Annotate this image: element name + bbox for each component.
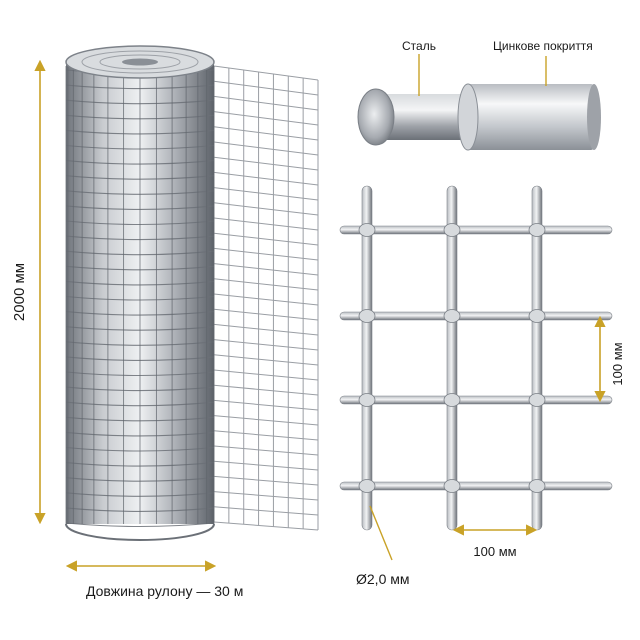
sheet-wire bbox=[213, 293, 319, 306]
vertical-wire bbox=[361, 185, 373, 531]
weld-joint bbox=[528, 479, 546, 493]
sheet-wire bbox=[213, 460, 319, 471]
sheet-wire bbox=[213, 171, 319, 186]
sheet-wire bbox=[213, 111, 319, 126]
sheet-wire bbox=[213, 491, 319, 501]
sheet-wire bbox=[213, 187, 319, 201]
height-label: 2000 мм bbox=[11, 263, 28, 321]
sheet-wire bbox=[213, 202, 319, 216]
sheet-wire bbox=[213, 430, 319, 441]
sheet-wire bbox=[213, 445, 319, 456]
height-dimension: 2000 мм bbox=[11, 59, 46, 525]
weld-joint bbox=[358, 393, 376, 407]
vertical-wire bbox=[446, 185, 458, 531]
sheet-wire bbox=[213, 475, 319, 486]
sheet-wire bbox=[213, 399, 319, 411]
sheet-wire bbox=[213, 521, 319, 531]
sheet-wire bbox=[213, 217, 319, 231]
sheet-wire bbox=[213, 141, 319, 156]
zinc-coating-end bbox=[587, 84, 601, 150]
weld-joint bbox=[528, 223, 546, 237]
sheet-wire bbox=[213, 415, 319, 426]
roll-bottom-edge bbox=[65, 523, 215, 541]
weld-joint bbox=[528, 393, 546, 407]
horizontal-wire bbox=[339, 395, 613, 405]
weld-joint bbox=[358, 309, 376, 323]
sheet-wire bbox=[213, 384, 319, 396]
cell-width-label: 100 мм bbox=[473, 544, 516, 559]
weld-joint bbox=[443, 309, 461, 323]
vertical-wire bbox=[531, 185, 543, 531]
horizontal-wire bbox=[339, 311, 613, 321]
roll-core bbox=[122, 58, 158, 66]
weld-joint bbox=[358, 223, 376, 237]
sheet-wire bbox=[213, 323, 319, 336]
roll-top-ring bbox=[81, 50, 199, 74]
unrolled-mesh-sheet bbox=[213, 65, 319, 531]
roll-wire bbox=[65, 522, 215, 528]
roll-top-ring bbox=[99, 54, 181, 70]
weld-joint bbox=[443, 479, 461, 493]
sheet-wire bbox=[213, 506, 319, 516]
weld-joint bbox=[443, 223, 461, 237]
sheet-wire bbox=[213, 80, 319, 96]
sheet-wire bbox=[213, 65, 319, 81]
steel-core-end bbox=[357, 88, 395, 146]
cell-width-dimension: 100 мм bbox=[452, 524, 538, 559]
sheet-wire bbox=[213, 354, 319, 366]
sheet-wire bbox=[213, 156, 319, 171]
length-label: Довжина рулону — 30 м bbox=[86, 583, 243, 599]
length-dimension: Довжина рулону — 30 м bbox=[65, 560, 243, 599]
weld-joint bbox=[528, 309, 546, 323]
sheet-wire bbox=[213, 278, 319, 291]
cell-height-label: 100 мм bbox=[610, 342, 625, 385]
zinc-coating-edge bbox=[457, 83, 479, 151]
mesh-closeup bbox=[339, 185, 613, 531]
sheet-wire bbox=[213, 339, 319, 351]
sheet-wire bbox=[213, 126, 319, 141]
sheet-wire bbox=[213, 308, 319, 321]
wire-diameter-dimension: Ø2,0 мм bbox=[356, 505, 410, 587]
sheet-wire bbox=[213, 232, 319, 246]
sheet-wire bbox=[213, 247, 319, 261]
coating-label: Цинкове покриття bbox=[493, 39, 593, 53]
weld-joint bbox=[358, 479, 376, 493]
sheet-wire bbox=[213, 95, 319, 111]
sheet-wire bbox=[213, 263, 319, 276]
sheet-wire bbox=[213, 369, 319, 381]
diameter-pointer bbox=[369, 505, 393, 561]
weld-joint bbox=[443, 393, 461, 407]
zinc-coating bbox=[466, 84, 594, 150]
wire-diameter-label: Ø2,0 мм bbox=[356, 571, 410, 587]
cell-height-dimension: 100 мм bbox=[594, 315, 625, 403]
mesh-roll bbox=[65, 45, 319, 541]
horizontal-wire bbox=[339, 481, 613, 491]
wire-cross-section: Сталь Цинкове покриття bbox=[357, 39, 601, 151]
horizontal-wire bbox=[339, 225, 613, 235]
steel-label: Сталь bbox=[402, 39, 436, 53]
